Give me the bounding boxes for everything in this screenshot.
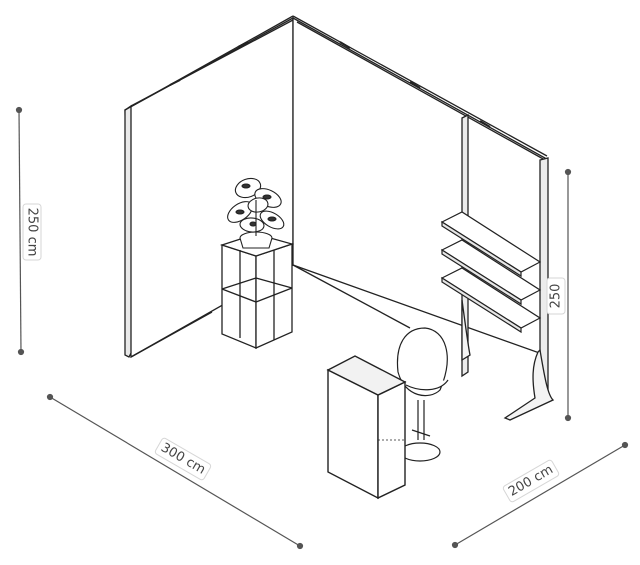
dimension-label-width-front: 300 cm	[154, 437, 212, 481]
dimension-label-depth-side: 200 cm	[502, 459, 560, 503]
dimension-label-height-left: 250 cm	[22, 203, 42, 261]
right-wall-panel	[461, 113, 555, 421]
height-right-text: 250	[549, 284, 564, 309]
swivel-chair	[396, 327, 449, 462]
cube-shelf	[219, 233, 295, 350]
dimension-label-height-right: 250	[546, 277, 566, 315]
counter-cabinet	[326, 355, 407, 500]
wall-shelves	[440, 211, 542, 334]
height-left-text: 250 cm	[25, 208, 40, 257]
dimension-lines	[15, 106, 629, 550]
potted-plant	[227, 177, 285, 249]
